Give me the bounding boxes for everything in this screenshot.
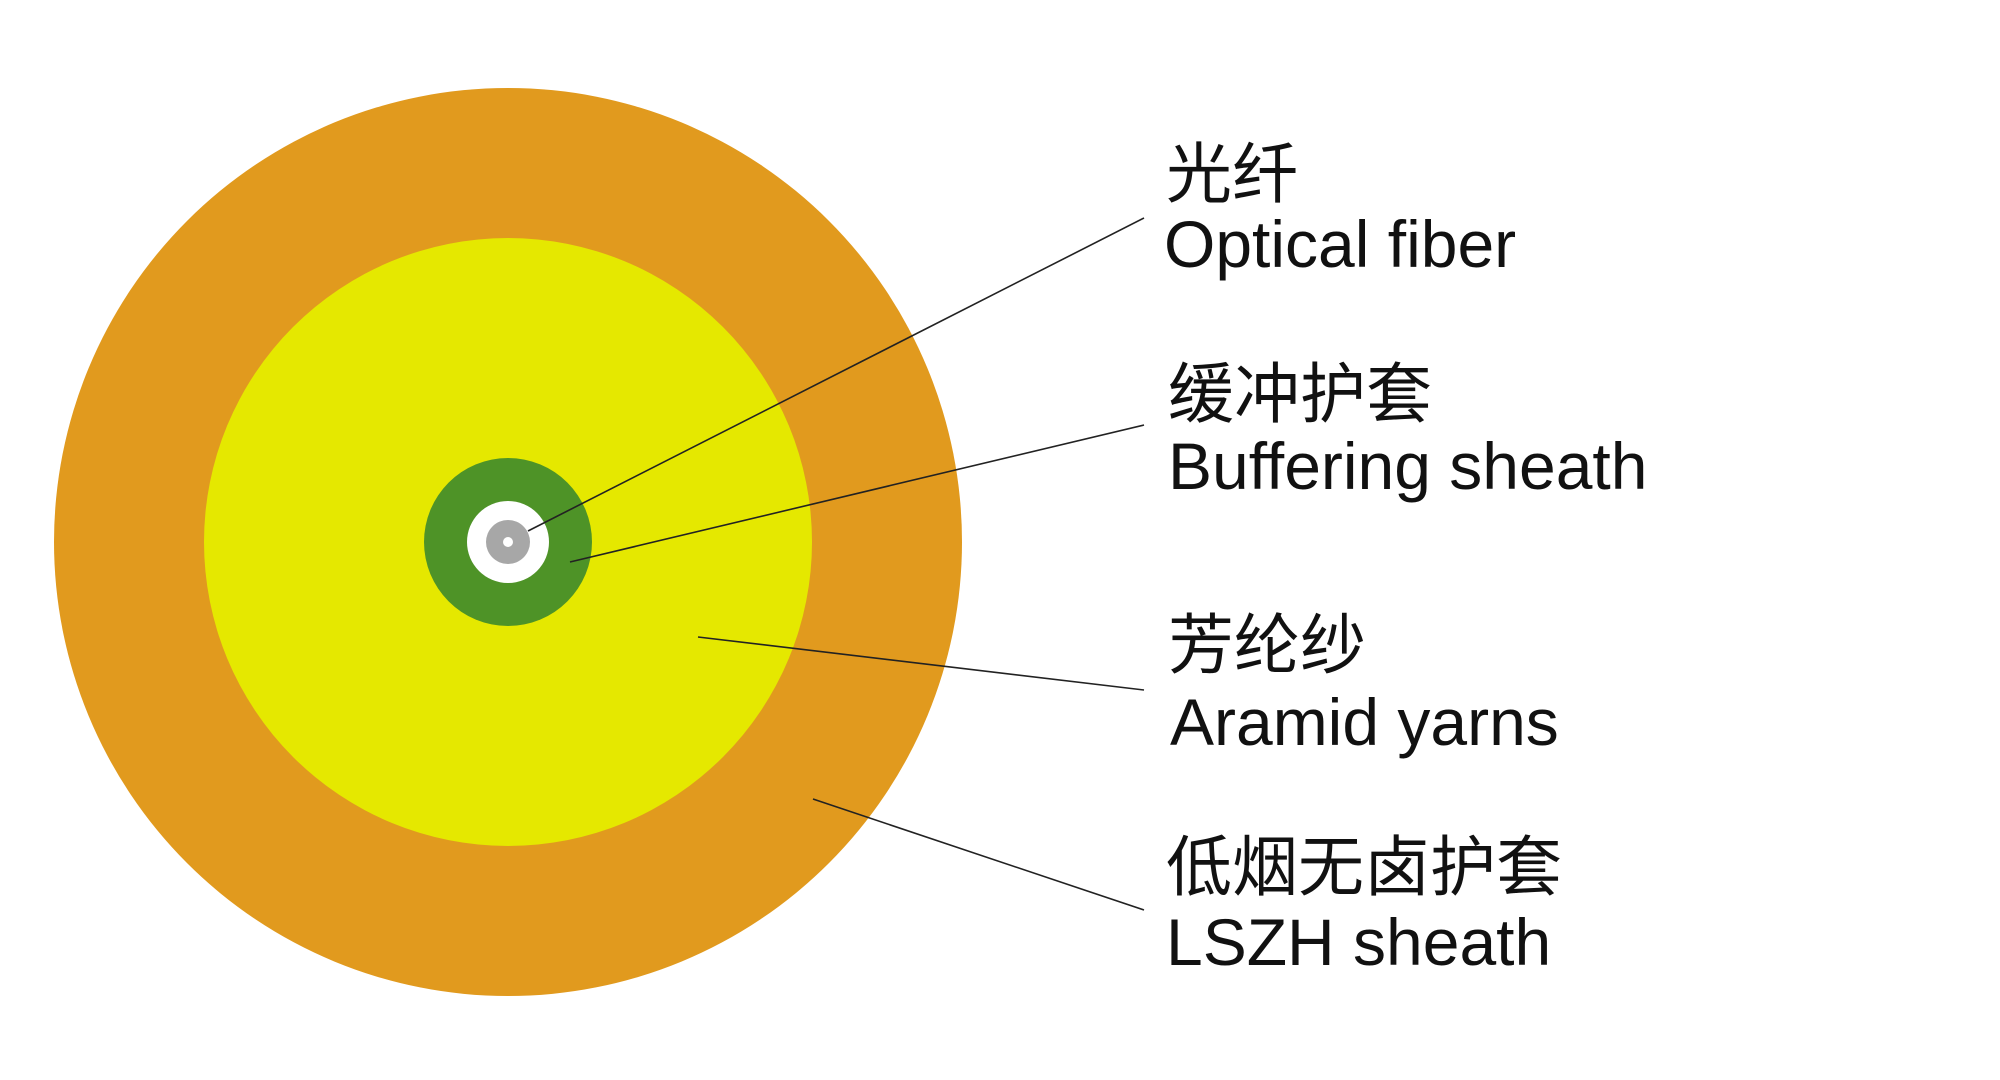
label-lszh-sheath-en: LSZH sheath	[1166, 905, 1551, 979]
leader-line-optical-fiber	[527, 217, 1145, 532]
label-optical-fiber-cn: 光纤	[1166, 136, 1298, 213]
fiber-core-inner	[503, 537, 513, 547]
leader-line-buffering-sheath	[569, 424, 1145, 563]
label-lszh-sheath-cn: 低烟无卤护套	[1166, 829, 1562, 906]
label-aramid-yarns-cn: 芳纶纱	[1168, 607, 1366, 684]
label-buffering-sheath-en: Buffering sheath	[1168, 429, 1647, 503]
label-buffering-sheath-cn: 缓冲护套	[1168, 356, 1432, 433]
label-optical-fiber-en: Optical fiber	[1164, 207, 1516, 281]
leader-line-lszh-sheath	[812, 798, 1145, 911]
label-aramid-yarns-en: Aramid yarns	[1170, 685, 1559, 759]
leader-line-aramid-yarns	[697, 636, 1145, 691]
